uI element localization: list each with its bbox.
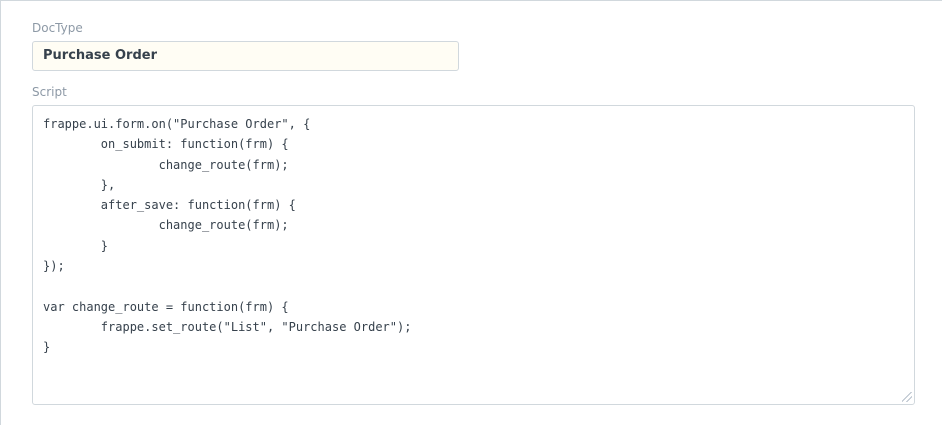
code-line: }	[43, 238, 109, 253]
resize-handle-icon[interactable]	[902, 392, 912, 402]
code-line: on_submit: function(frm) {	[43, 137, 289, 152]
doctype-input[interactable]: Purchase Order	[32, 41, 459, 71]
code-line: var change_route = function(frm) {	[43, 299, 289, 314]
code-line: change_route(frm);	[43, 157, 289, 172]
code-line: after_save: function(frm) {	[43, 198, 296, 213]
doctype-label: DocType	[32, 21, 83, 35]
code-line: }	[43, 340, 51, 355]
script-label: Script	[32, 85, 67, 99]
code-line: frappe.ui.form.on("Purchase Order", {	[43, 117, 311, 131]
script-editor[interactable]: frappe.ui.form.on("Purchase Order", { on…	[32, 105, 915, 405]
code-line: });	[43, 259, 65, 274]
code-line: change_route(frm);	[43, 218, 289, 233]
code-line: frappe.set_route("List", "Purchase Order…	[43, 319, 412, 334]
code-line: },	[43, 177, 116, 192]
code-line	[43, 276, 904, 296]
